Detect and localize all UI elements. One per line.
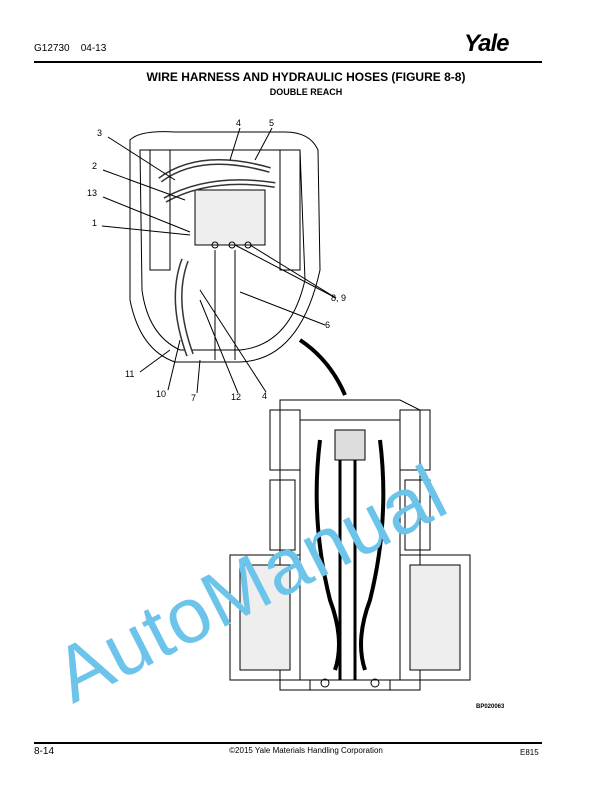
callout-10: 10 [156,389,167,399]
callout-7: 7 [191,393,197,403]
copyright: ©2015 Yale Materials Handling Corporatio… [229,746,383,755]
callout-3: 3 [97,128,103,138]
callout-11: 11 [125,369,135,379]
callout-5: 5 [269,118,275,128]
footer-rule [34,742,542,744]
page-number: 8-14 [34,746,55,757]
document-number: G12730 04-13 [34,43,107,54]
callout-13: 13 [87,188,98,198]
page-title: WIRE HARNESS AND HYDRAULIC HOSES (FIGURE… [146,70,466,84]
footer-code: E815 [520,748,539,757]
figure-code: BP020063 [476,704,505,710]
callout-2: 2 [92,161,98,171]
callout-12: 12 [231,392,242,402]
callout-6: 6 [325,320,331,330]
callout-4b: 4 [262,391,268,401]
callout-1: 1 [92,218,98,228]
header-rule [34,61,542,63]
detail-view [101,127,347,396]
overall-view [229,399,471,691]
callout-4: 4 [236,118,242,128]
page-subtitle: DOUBLE REACH [269,87,343,97]
yale-logo: Yale [464,30,509,57]
callout-8-9: 8, 9 [331,293,347,303]
